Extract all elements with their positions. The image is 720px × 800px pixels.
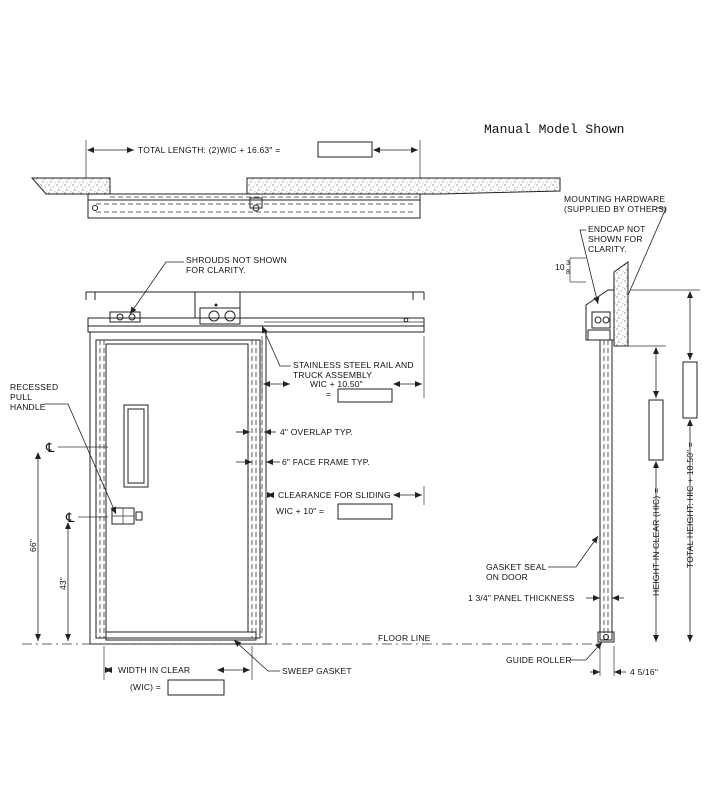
drawing-title: Manual Model Shown: [484, 122, 624, 137]
wall-right-plan: [246, 177, 561, 195]
hic-blank: [648, 399, 664, 461]
total-length-label: TOTAL LENGTH: (2)WIC + 16.63" =: [138, 145, 280, 155]
endcap-note-3: CLARITY.: [588, 244, 627, 254]
rail-note-1: STAINLESS STEEL RAIL AND: [293, 360, 414, 370]
dim-10-numerator: 3: [566, 260, 570, 267]
wic-label: (WIC) =: [130, 682, 161, 692]
wall-left-plan: [30, 177, 111, 195]
guide-roller-label: GUIDE ROLLER: [506, 655, 572, 665]
mounting-hardware-note-1: MOUNTING HARDWARE: [564, 194, 665, 204]
door-panel: [105, 343, 249, 633]
overlap-label: 4" OVERLAP TYP.: [280, 427, 353, 437]
endcap-note-1: ENDCAP NOT: [588, 224, 646, 234]
side-section: MOUNTING HARDWARE (SUPPLIED BY OTHERS) E…: [468, 194, 700, 677]
panel-thickness-label: 1 3/4" PANEL THICKNESS: [468, 593, 575, 603]
centerline-latch: ℄: [65, 510, 75, 525]
centerline-handle: ℄: [45, 440, 55, 455]
plan-view: TOTAL LENGTH: (2)WIC + 16.63" =: [30, 140, 561, 219]
shrouds-note-1: SHROUDS NOT SHOWN: [186, 255, 287, 265]
rail-note-2: TRUCK ASSEMBLY: [293, 370, 372, 380]
recessed-handle-note-2: PULL: [10, 392, 32, 402]
floor-line-label: FLOOR LINE: [378, 633, 431, 643]
total-height-blank: [682, 361, 698, 419]
dim-66-label: 66": [28, 539, 38, 552]
dim-10-whole: 10: [555, 262, 565, 272]
total-length-blank: [317, 141, 373, 158]
dim-10-denominator: 8: [566, 269, 570, 276]
shrouds-note-2: FOR CLARITY.: [186, 265, 246, 275]
rail-length-equals: =: [326, 389, 331, 399]
width-in-clear-label: WIDTH IN CLEAR: [118, 665, 190, 675]
side-panel: [599, 339, 613, 641]
wall-section: [613, 261, 629, 347]
dim-4-5-16-label: 4 5/16": [630, 667, 658, 677]
clearance-formula: WIC + 10" =: [276, 506, 324, 516]
wic-blank: [167, 679, 225, 696]
face-frame-label: 6" FACE FRAME TYP.: [282, 457, 370, 467]
dim-43-label: 43": [58, 577, 68, 590]
clearance-blank: [337, 503, 393, 520]
rail-length-blank: [337, 388, 393, 403]
gasket-seal-note-1: GASKET SEAL: [486, 562, 547, 572]
mounting-hardware-note-2: (SUPPLIED BY OTHERS): [564, 204, 667, 214]
total-height-label: TOTAL HEIGHT: HIC + 18.50" =: [685, 442, 695, 568]
recessed-handle-note-1: RECESSED: [10, 382, 58, 392]
clearance-label: CLEARANCE FOR SLIDING: [278, 490, 391, 500]
recessed-handle-note-3: HANDLE: [10, 402, 46, 412]
gasket-seal-note-2: ON DOOR: [486, 572, 528, 582]
sweep-gasket-label: SWEEP GASKET: [282, 666, 352, 676]
height-in-clear-label: HEIGHT IN CLEAR (HIC) =: [651, 488, 661, 596]
front-elevation: FLOOR LINE SHROUDS NOT SHOWN FOR CLARITY…: [10, 255, 600, 696]
rail-length-label: WIC + 10.50": [310, 379, 363, 389]
recessed-pull-handle: [123, 404, 149, 488]
endcap-note-2: SHOWN FOR: [588, 234, 643, 244]
